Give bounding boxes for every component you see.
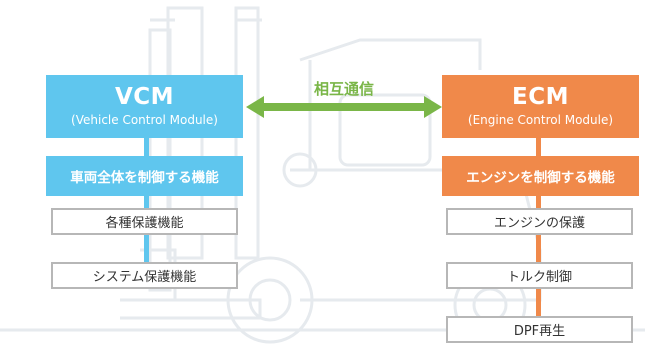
- vcm-module-box: VCM (Vehicle Control Module): [46, 75, 243, 138]
- ecm-item-engine-protection: エンジンの保護: [446, 208, 633, 235]
- vcm-full-name: (Vehicle Control Module): [71, 113, 218, 127]
- ecm-item-dpf-regeneration: DPF再生: [446, 316, 633, 343]
- ecm-full-name: (Engine Control Module): [467, 113, 614, 127]
- communication-label: 相互通信: [313, 80, 374, 98]
- vcm-item-various-protection: 各種保護機能: [51, 208, 238, 235]
- ecm-name: ECM: [512, 84, 569, 110]
- vcm-item-system-protection: システム保護機能: [51, 262, 238, 289]
- vcm-connector: [144, 130, 149, 262]
- vcm-function-box: 車両全体を制御する機能: [46, 156, 243, 196]
- ecm-module-box: ECM (Engine Control Module): [442, 75, 639, 138]
- ecm-function-box: エンジンを制御する機能: [442, 156, 639, 196]
- ecm-item-torque-control: トルク制御: [446, 262, 633, 289]
- vcm-name: VCM: [114, 84, 175, 110]
- bidirectional-arrow-icon: [246, 96, 442, 118]
